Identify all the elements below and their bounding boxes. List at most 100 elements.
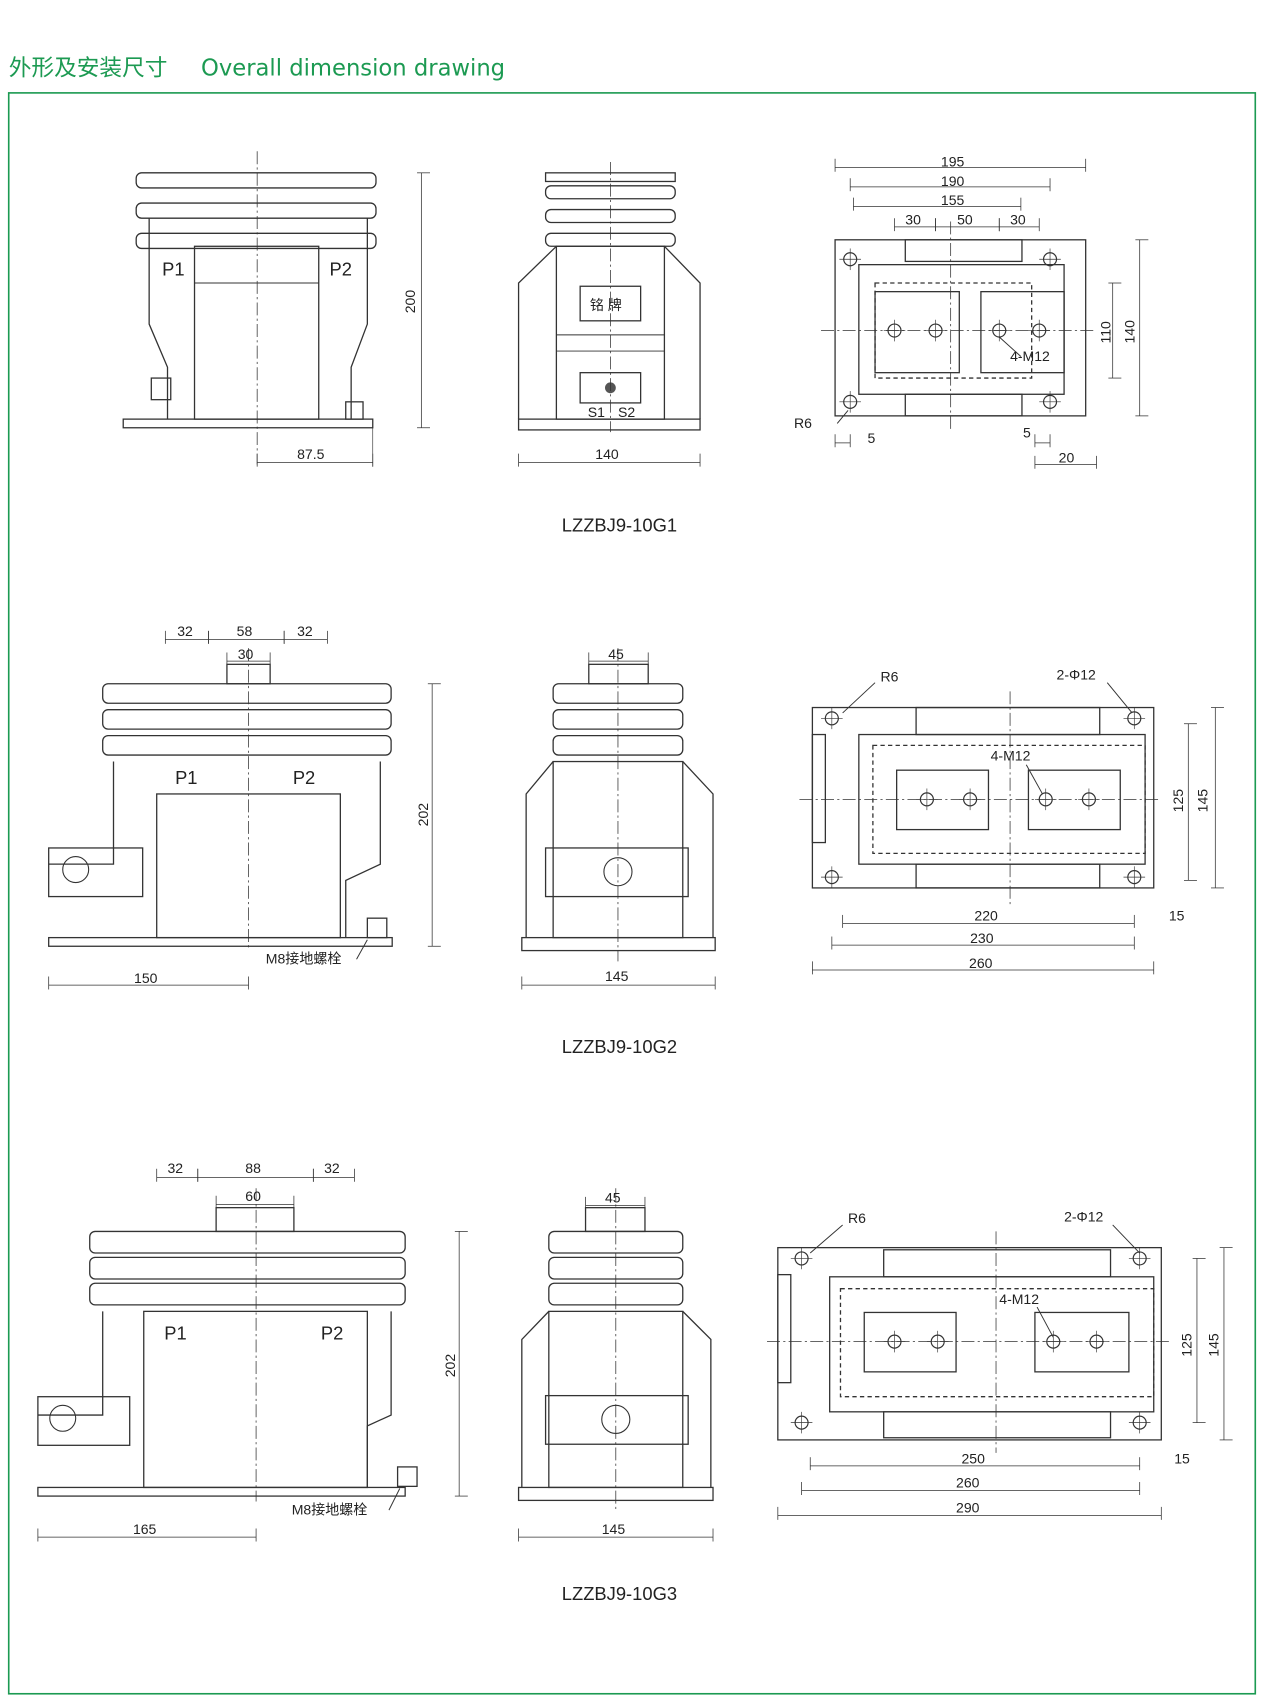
dim-190: 190	[941, 173, 965, 189]
drawing-frame	[7, 92, 1257, 1695]
base-plate	[37, 1486, 406, 1497]
dim-20: 20	[1059, 449, 1075, 465]
dim-32-right: 32	[297, 623, 313, 639]
top-tab	[883, 1249, 1112, 1278]
radius-label: R6	[880, 669, 898, 685]
insulator-rib	[89, 1282, 406, 1306]
terminal-pad-left	[874, 291, 960, 374]
ground-bolt-icon	[345, 401, 364, 420]
secondary-lug	[37, 1396, 131, 1446]
dim-30: 30	[238, 646, 254, 662]
insulator-rib	[102, 683, 392, 704]
base-plate	[122, 418, 374, 429]
body-right	[350, 218, 368, 420]
bottom-tab	[883, 1411, 1112, 1439]
leader-line	[388, 1488, 401, 1511]
ground-bolt-icon	[396, 1466, 418, 1488]
secondary-terminal-icon	[62, 856, 90, 884]
model-g2: 32 58 32 30 P1 P2 202 M8接地螺栓 150 45 145 …	[134, 623, 1211, 1057]
insulator-rib	[135, 172, 377, 189]
dim-half-width: 87.5	[297, 446, 325, 462]
nameplate-label: 铭 牌	[590, 297, 622, 313]
bolt-label: 4-M12	[999, 1291, 1039, 1307]
dim-height: 200	[402, 290, 418, 314]
model-caption: LZZBJ9-10G1	[562, 514, 677, 535]
dim-60: 60	[245, 1188, 261, 1204]
dim-15: 15	[1169, 907, 1185, 923]
dim-155: 155	[941, 192, 965, 208]
leader-line	[356, 939, 368, 960]
primary-terminal-stud	[226, 663, 271, 685]
terminal-pad-right	[980, 291, 1065, 374]
dim-125: 125	[1179, 1333, 1195, 1357]
insulator-rib	[102, 709, 392, 730]
insulator-rib	[135, 202, 377, 219]
dim-145: 145	[1206, 1333, 1222, 1357]
insulator-rib	[135, 232, 377, 250]
dim-32-left: 32	[168, 1160, 184, 1176]
terminal-p2-label: P2	[321, 1322, 343, 1343]
insulator-rib	[89, 1230, 406, 1254]
dim-220: 220	[974, 907, 998, 923]
dim-195: 195	[941, 153, 965, 169]
section-title-cn: 外形及安装尺寸	[9, 56, 168, 82]
secondary-lug	[544, 1394, 689, 1445]
leader-line	[1112, 1224, 1141, 1254]
terminal-pad-left	[863, 1311, 957, 1373]
dim-half-width: 150	[134, 970, 158, 986]
terminal-s1-label: S1	[588, 404, 605, 420]
core-outline	[839, 1288, 1155, 1398]
dim-145: 145	[1195, 789, 1211, 813]
model-caption: LZZBJ9-10G2	[562, 1036, 677, 1057]
dim-290: 290	[956, 1499, 980, 1515]
base-plate	[521, 936, 716, 952]
dim-140: 140	[1121, 320, 1137, 344]
dim-88: 88	[245, 1160, 261, 1176]
top-tab	[904, 239, 1023, 263]
dim-side-width: 145	[602, 1521, 626, 1537]
dim-260: 260	[969, 955, 993, 971]
dim-230: 230	[970, 930, 994, 946]
section-title-en: Overall dimension drawing	[201, 56, 505, 82]
insulator-rib	[89, 1256, 406, 1280]
dim-250: 250	[961, 1451, 985, 1467]
leader-line	[1106, 682, 1133, 714]
secondary-lug	[48, 847, 144, 898]
ground-bolt-label: M8接地螺栓	[292, 1501, 368, 1517]
dim-30-right: 30	[1010, 212, 1026, 228]
body-right	[366, 1311, 392, 1488]
primary-terminal-stud	[588, 663, 649, 685]
body-left	[148, 218, 169, 420]
model-g1: P1 P2 200 87.5 铭 牌 S1 S2 140 195 190 155…	[162, 153, 1137, 535]
dim-58: 58	[237, 623, 253, 639]
terminal-pad-right	[1027, 769, 1121, 831]
body-right	[663, 245, 701, 420]
dim-260: 260	[956, 1474, 980, 1490]
dim-32-right: 32	[324, 1160, 340, 1176]
dim-top-width: 45	[605, 1189, 621, 1205]
bolt-label: 4-M12	[991, 747, 1031, 763]
secondary-box	[811, 733, 827, 844]
secondary-box	[777, 1273, 792, 1384]
dim-top-width: 45	[608, 646, 624, 662]
primary-terminal-stud	[215, 1207, 295, 1233]
secondary-terminal-icon	[150, 377, 172, 401]
body-left	[517, 245, 557, 420]
terminal-pad-right	[1034, 1311, 1130, 1373]
dim-5-right: 5	[1023, 424, 1031, 440]
model-g3: 32 88 32 60 P1 P2 202 M8接地螺栓 165 45 145 …	[133, 1160, 1222, 1604]
dim-50: 50	[957, 212, 973, 228]
terminal-s2-label: S2	[618, 404, 635, 420]
dim-110: 110	[1098, 321, 1114, 344]
dim-half-width: 165	[133, 1521, 157, 1537]
primary-terminal-stud	[584, 1207, 646, 1233]
base-plate	[517, 418, 701, 431]
terminal-p1-label: P1	[175, 767, 197, 788]
top-tab	[915, 706, 1101, 736]
drawing-shapes	[37, 151, 1233, 1542]
secondary-terminal-icon	[49, 1404, 77, 1432]
dim-30-left: 30	[905, 212, 921, 228]
bottom-tab	[915, 863, 1101, 889]
body-right	[345, 761, 381, 938]
